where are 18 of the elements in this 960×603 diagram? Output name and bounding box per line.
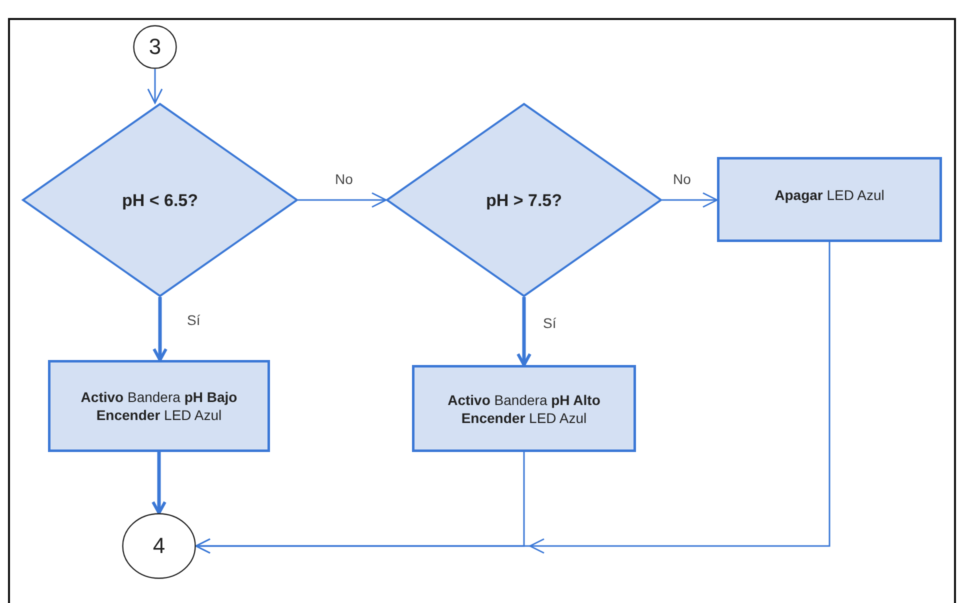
- process-text: Apagar LED Azul: [774, 186, 884, 204]
- edge-label: No: [672, 171, 692, 187]
- process-text: Activo Bandera pH Bajo Encender LED Azul: [80, 388, 238, 424]
- decision-text: pH > 7.5?: [486, 190, 562, 210]
- connector-circle: [122, 513, 196, 579]
- decision-text: pH < 6.5?: [122, 190, 198, 210]
- connector-circle: [133, 25, 177, 69]
- edge-label: No: [334, 171, 354, 187]
- connector-number: 3: [148, 34, 162, 60]
- decision-diamond: [22, 103, 298, 297]
- decision-diamond: [386, 103, 662, 297]
- process-box: [48, 360, 270, 452]
- process-box: [717, 157, 942, 242]
- process-text: Activo Bandera pH Alto Encender LED Azul: [446, 390, 602, 426]
- process-box: [412, 365, 636, 452]
- edge-label: Sí: [542, 315, 558, 331]
- connector-number: 4: [152, 533, 166, 559]
- edge-label: Sí: [186, 312, 202, 328]
